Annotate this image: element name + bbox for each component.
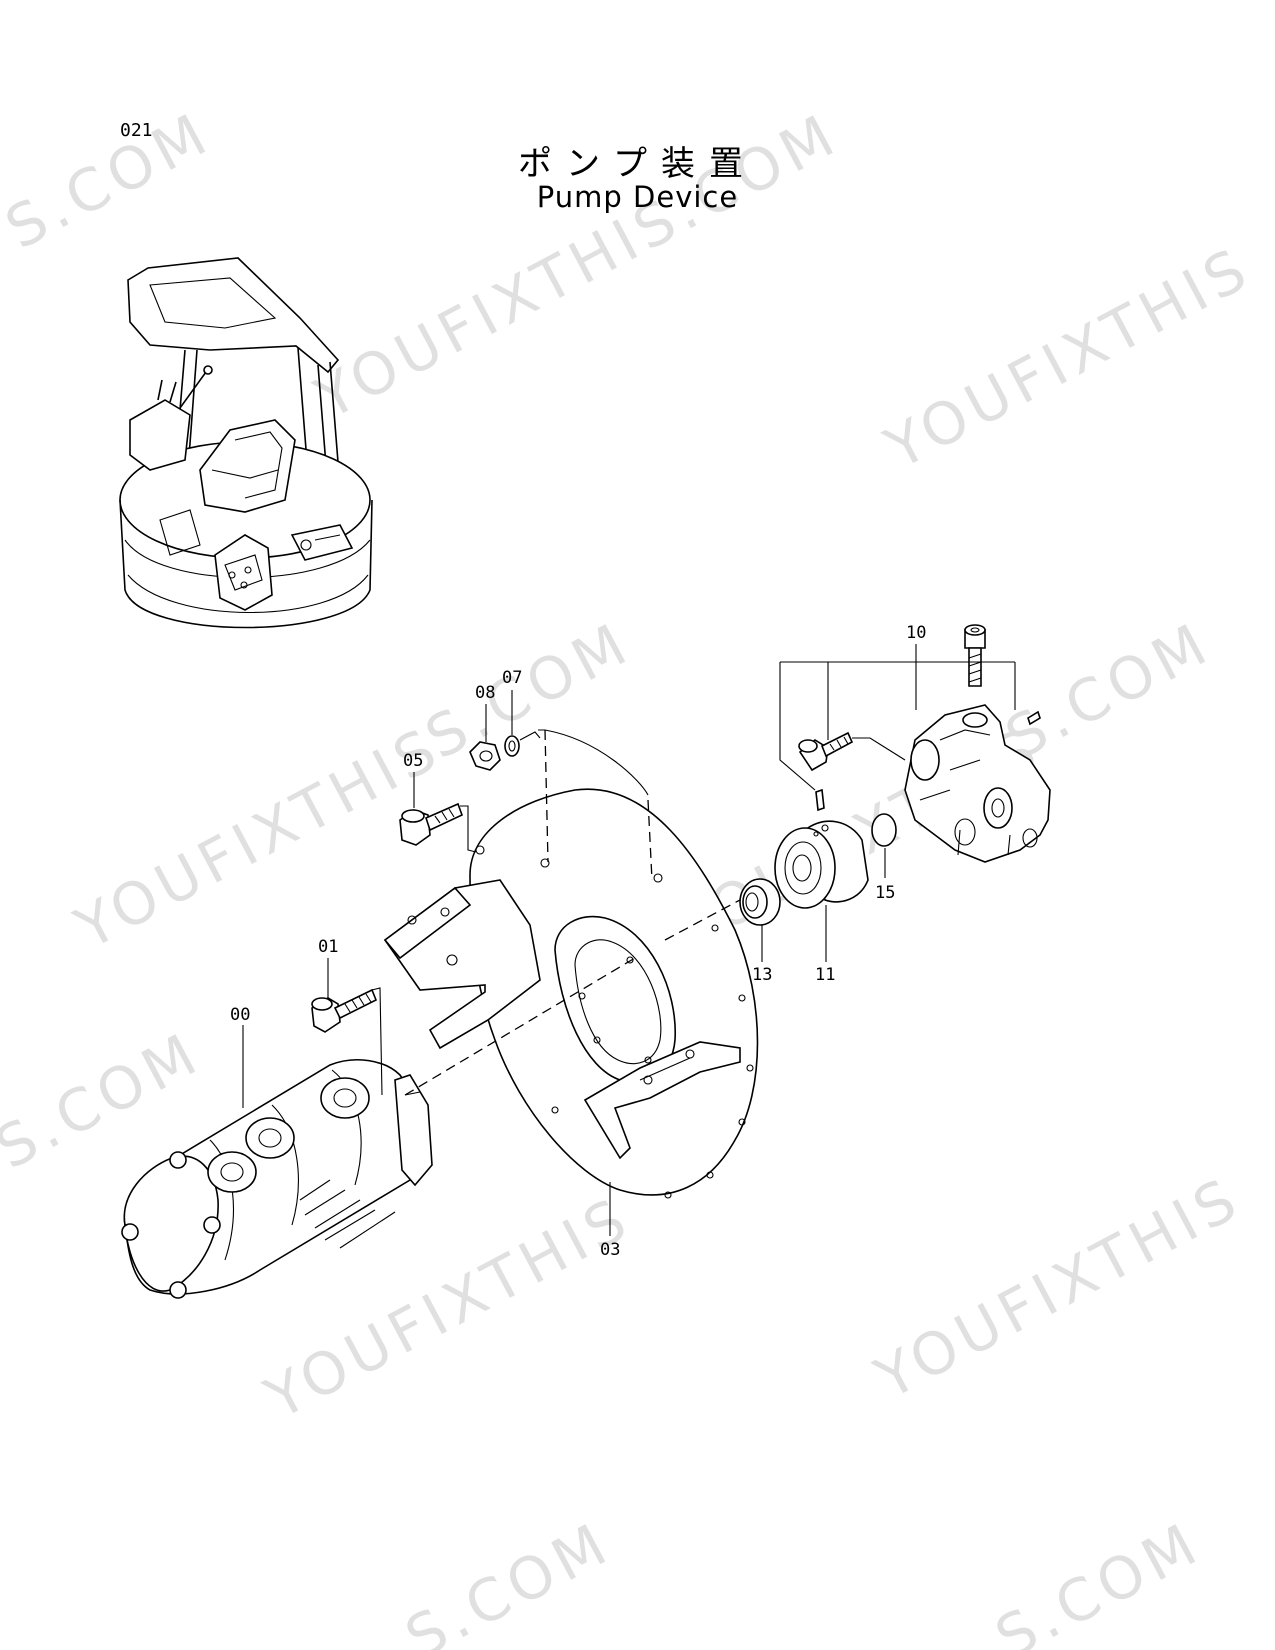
part-label-03[interactable]: 03 [600, 1240, 620, 1260]
part-label-01[interactable]: 01 [318, 937, 338, 957]
cap-screw-part-10[interactable] [964, 624, 986, 687]
machine-overview-illustration [119, 257, 373, 629]
oil-seal-part-13[interactable] [739, 878, 781, 926]
part-label-15[interactable]: 15 [875, 883, 895, 903]
hydraulic-pump-part-00[interactable] [121, 1059, 433, 1299]
bolt-part-05[interactable] [399, 802, 464, 846]
coupling-part-10[interactable] [904, 704, 1051, 863]
part-label-05[interactable]: 05 [403, 751, 423, 771]
nut-part-08[interactable] [469, 741, 501, 771]
page-title: Pump Device [536, 180, 739, 214]
part-label-13[interactable]: 13 [752, 965, 772, 985]
dowel-pin [1027, 710, 1041, 726]
washer-part-07[interactable] [504, 735, 520, 757]
bolt-part-01[interactable] [311, 988, 378, 1033]
part-label-00[interactable]: 00 [230, 1005, 250, 1025]
part-labels: 00 01 03 05 07 08 10 11 13 15 [230, 623, 926, 1260]
plug-part-15[interactable] [871, 813, 897, 847]
hub-part-11[interactable] [774, 820, 869, 909]
part-label-08[interactable]: 08 [475, 683, 495, 703]
page-number: 021 [120, 120, 153, 141]
part-label-07[interactable]: 07 [502, 668, 522, 688]
part-label-10[interactable]: 10 [906, 623, 926, 643]
reference-lines [242, 644, 1016, 1236]
cap-screw-small[interactable] [798, 731, 854, 772]
housing-plate-part-03[interactable] [383, 788, 759, 1199]
page-title-japanese: ポンプ装置 [518, 144, 757, 184]
spring-pin [815, 788, 825, 812]
part-label-11[interactable]: 11 [815, 965, 835, 985]
